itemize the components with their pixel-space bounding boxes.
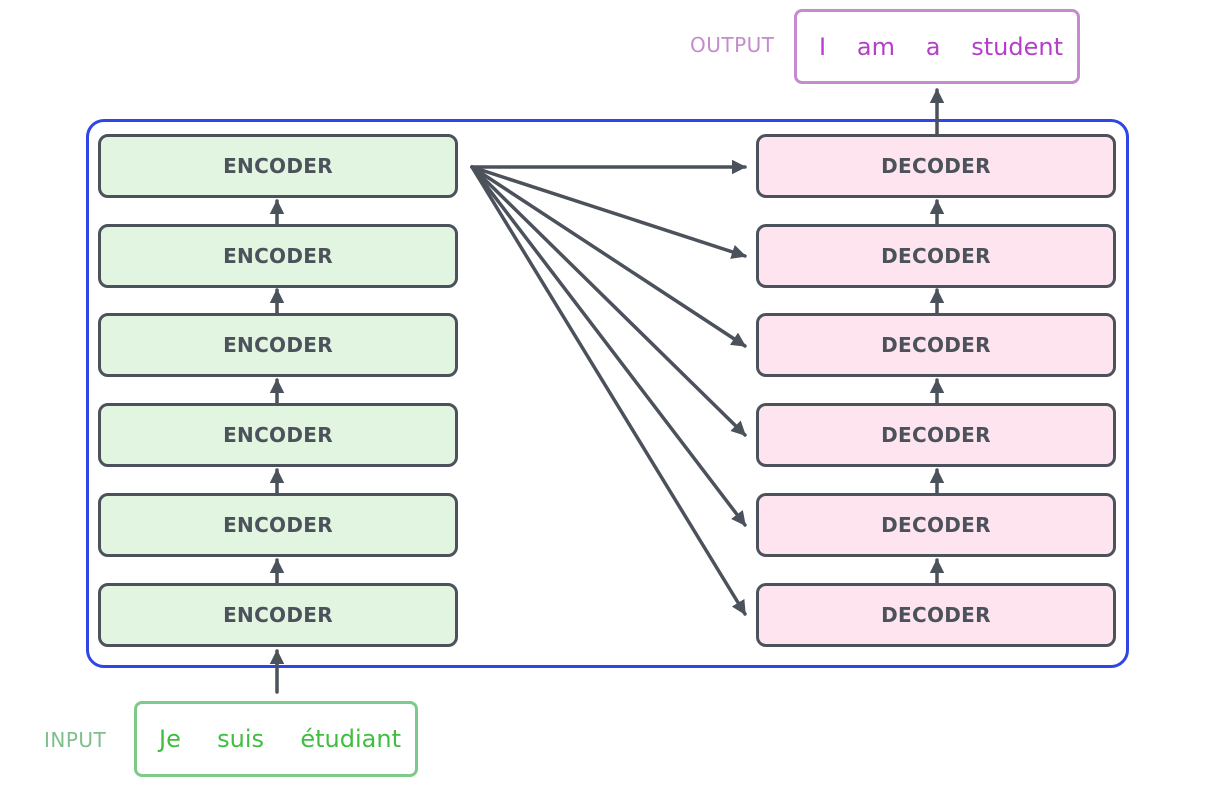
decoder-label: DECODER	[881, 513, 991, 537]
encoder-to-decoder-arrow	[470, 165, 747, 437]
encoder-to-decoder-arrow	[470, 165, 747, 348]
input-word: suis	[217, 725, 265, 753]
encoder-block-2: ENCODER	[98, 493, 458, 557]
encoder-label: ENCODER	[223, 423, 333, 447]
output-word: student	[971, 32, 1063, 61]
encoder-block-3: ENCODER	[98, 403, 458, 467]
input-label: INPUT	[44, 728, 107, 752]
decoder-block-1: DECODER	[756, 583, 1116, 647]
decoder-block-3: DECODER	[756, 403, 1116, 467]
encoder-block-6: ENCODER	[98, 134, 458, 198]
encoder-label: ENCODER	[223, 333, 333, 357]
decoder-block-5: DECODER	[756, 224, 1116, 288]
decoder-label: DECODER	[881, 154, 991, 178]
input-word: Je	[159, 725, 181, 753]
decoder-block-4: DECODER	[756, 313, 1116, 377]
encoder-label: ENCODER	[223, 244, 333, 268]
encoder-block-1: ENCODER	[98, 583, 458, 647]
encoder-block-5: ENCODER	[98, 224, 458, 288]
output-sentence-box: I am a student	[794, 9, 1080, 84]
output-word: I	[819, 32, 827, 61]
decoder-block-2: DECODER	[756, 493, 1116, 557]
encoder-block-4: ENCODER	[98, 313, 458, 377]
encoder-label: ENCODER	[223, 603, 333, 627]
input-sentence-box: Je suis étudiant	[134, 701, 418, 777]
output-word: a	[925, 32, 941, 61]
encoder-to-decoder-arrow	[470, 165, 747, 616]
decoder-label: DECODER	[881, 244, 991, 268]
decoder-label: DECODER	[881, 333, 991, 357]
encoder-decoder-stack-frame	[86, 119, 1129, 668]
decoder-block-6: DECODER	[756, 134, 1116, 198]
output-label: OUTPUT	[690, 33, 775, 57]
decoder-label: DECODER	[881, 603, 991, 627]
encoder-to-decoder-arrow	[470, 165, 747, 259]
encoder-to-decoder-arrow	[470, 165, 747, 527]
output-word: am	[856, 32, 895, 61]
encoder-label: ENCODER	[223, 513, 333, 537]
encoder-label: ENCODER	[223, 154, 333, 178]
decoder-label: DECODER	[881, 423, 991, 447]
input-word: étudiant	[300, 725, 401, 753]
